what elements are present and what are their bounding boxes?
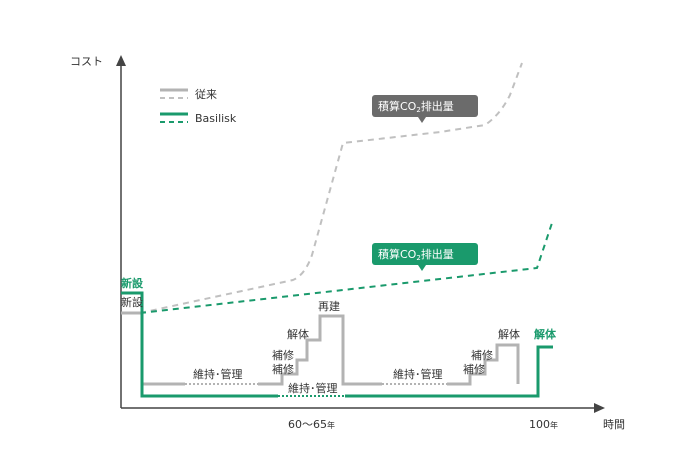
annotation-dismantle-basilisk: 解体 [534,327,557,341]
y-axis-label: コスト [70,55,103,68]
annotation-repair-a-2: 補修 [471,348,493,362]
svg-text:積算CO2排出量: 積算CO2排出量 [378,99,454,114]
x-axis-label: 時間 [603,418,625,431]
co2-line-conventional [139,62,523,314]
annotation-maintenance-basilisk: 維持･管理 [288,381,338,395]
x-tick-label-60: 60〜65年 [288,418,335,431]
co2-callout-basilisk: 積算CO2排出量 [372,243,478,271]
x-axis-arrow [594,403,605,413]
cost-line-basilisk [121,291,553,398]
annotation-repair-b-1: 補修 [272,362,294,376]
legend-basilisk-label: Basilisk [195,112,237,125]
annotation-rebuild: 再建 [318,299,340,313]
annotation-repair-a-1: 補修 [272,348,294,362]
x-tick-label-100: 100年 [529,418,558,431]
co2-callout-conventional: 積算CO2排出量 [372,95,478,123]
co2-line-basilisk [139,219,554,314]
annotation-maintenance-2: 維持･管理 [393,367,443,381]
legend-conventional-label: 従来 [195,88,217,101]
annotation-new-build-conventional: 新設 [121,295,143,309]
svg-text:積算CO2排出量: 積算CO2排出量 [378,247,454,262]
annotation-dismantle-2: 解体 [498,327,520,341]
annotation-dismantle-1: 解体 [287,327,309,341]
annotation-maintenance-1: 維持･管理 [193,367,243,381]
annotation-new-build-basilisk: 新設 [121,276,144,290]
annotation-repair-b-2: 補修 [463,362,485,376]
y-axis-arrow [116,55,126,66]
cost-line-conventional [121,311,520,386]
